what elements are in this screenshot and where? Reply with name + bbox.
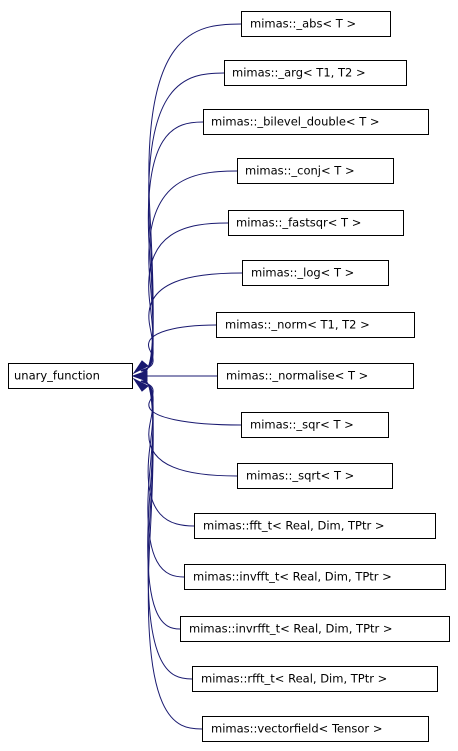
node-norm[interactable]: mimas::_norm< T1, T2 > <box>216 312 415 338</box>
node-invrfft-t-label: mimas::invrfft_t< Real, Dim, TPtr > <box>189 622 393 636</box>
node-invfft-t-label: mimas::invfft_t< Real, Dim, TPtr > <box>193 570 392 584</box>
inheritance-edge <box>140 380 181 630</box>
inheritance-arrowhead <box>132 377 149 392</box>
node-vectorfield-label: mimas::vectorfield< Tensor > <box>211 722 382 736</box>
node-fastsqr-box <box>228 210 404 236</box>
inheritance-edge <box>140 380 203 730</box>
inheritance-edge <box>140 324 217 372</box>
node-rfft-t-box <box>192 666 438 692</box>
node-arg-box <box>224 60 407 86</box>
node-sqrt[interactable]: mimas::_sqrt< T > <box>237 463 393 489</box>
node-rfft-t-label: mimas::rfft_t< Real, Dim, TPtr > <box>201 672 387 686</box>
node-unary-function[interactable]: unary_function <box>8 363 133 389</box>
inheritance-arrowhead <box>131 370 148 382</box>
inheritance-edge <box>140 170 238 372</box>
node-norm-label: mimas::_norm< T1, T2 > <box>225 318 370 332</box>
node-sqr[interactable]: mimas::_sqr< T > <box>241 412 389 438</box>
node-arg[interactable]: mimas::_arg< T1, T2 > <box>224 60 407 86</box>
node-normalise[interactable]: mimas::_normalise< T > <box>217 363 414 389</box>
node-normalise-box <box>217 363 414 389</box>
node-log-label: mimas::_log< T > <box>251 266 354 280</box>
node-conj-box <box>237 158 394 184</box>
node-abs-box <box>241 11 391 37</box>
node-normalise-label: mimas::_normalise< T > <box>226 369 368 383</box>
node-bilevel-double-label: mimas::_bilevel_double< T > <box>211 115 380 129</box>
arrowheads <box>131 360 149 392</box>
node-bilevel-double[interactable]: mimas::_bilevel_double< T > <box>203 109 429 135</box>
node-fft-t[interactable]: mimas::fft_t< Real, Dim, TPtr > <box>194 513 436 539</box>
node-invfft-t-box <box>184 564 446 590</box>
node-rfft-t[interactable]: mimas::rfft_t< Real, Dim, TPtr > <box>192 666 438 692</box>
node-conj[interactable]: mimas::_conj< T > <box>237 158 394 184</box>
node-unary-function-label: unary_function <box>14 369 100 383</box>
node-vectorfield-box <box>202 716 429 742</box>
node-fft-t-box <box>194 513 436 539</box>
node-unary-function-box <box>8 363 133 389</box>
node-fastsqr[interactable]: mimas::_fastsqr< T > <box>228 210 404 236</box>
node-invrfft-t[interactable]: mimas::invrfft_t< Real, Dim, TPtr > <box>180 616 450 642</box>
node-vectorfield[interactable]: mimas::vectorfield< Tensor > <box>202 716 429 742</box>
node-abs-label: mimas::_abs< T > <box>250 17 356 31</box>
node-arg-label: mimas::_arg< T1, T2 > <box>232 66 366 80</box>
node-fastsqr-label: mimas::_fastsqr< T > <box>236 216 361 230</box>
inheritance-edge <box>140 380 238 477</box>
inheritance-edges <box>140 23 243 730</box>
node-norm-box <box>216 312 415 338</box>
node-abs[interactable]: mimas::_abs< T > <box>241 11 391 37</box>
node-sqr-box <box>241 412 389 438</box>
node-sqrt-box <box>237 463 393 489</box>
node-sqr-label: mimas::_sqr< T > <box>250 418 354 432</box>
node-conj-label: mimas::_conj< T > <box>245 164 355 178</box>
node-fft-t-label: mimas::fft_t< Real, Dim, TPtr > <box>203 519 385 533</box>
node-bilevel-double-box <box>203 109 429 135</box>
node-log-box <box>242 260 389 286</box>
inheritance-arrowhead <box>132 360 149 375</box>
node-invfft-t[interactable]: mimas::invfft_t< Real, Dim, TPtr > <box>184 564 446 590</box>
node-sqrt-label: mimas::_sqrt< T > <box>246 469 354 483</box>
node-log[interactable]: mimas::_log< T > <box>242 260 389 286</box>
node-invrfft-t-box <box>180 616 450 642</box>
